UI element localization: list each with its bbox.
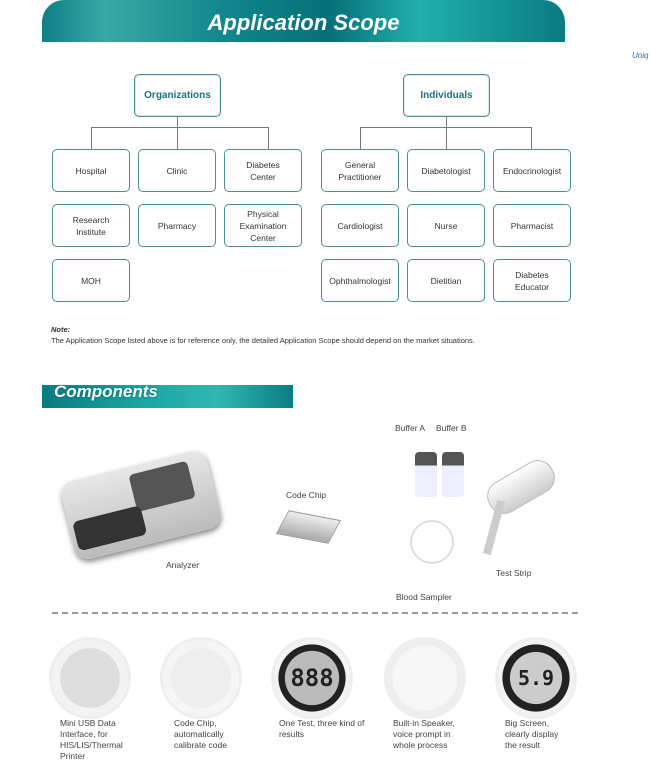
org-item: Hospital: [52, 149, 130, 192]
individual-item: Nurse: [407, 204, 485, 247]
connector: [177, 117, 178, 127]
big-screen-feature-image: 5.9: [498, 640, 574, 716]
connector: [360, 127, 361, 149]
org-item: Pharmacy: [138, 204, 216, 247]
feature-caption: Mini USB Data Interface, for HIS/LIS/The…: [60, 718, 123, 761]
note-text: The Application Scope listed above is fo…: [51, 336, 475, 345]
analyzer-label: Analyzer: [166, 560, 200, 570]
buffer-b-bottle: [442, 452, 464, 497]
note-label: Note:: [51, 325, 71, 334]
blood-sampler-label: Blood Sampler: [396, 592, 452, 602]
feature-caption: One Test, three kind of results: [279, 718, 365, 739]
individuals-header: Individuals: [403, 74, 490, 117]
connector: [91, 127, 92, 149]
section-banner-application-scope: Application Scope: [42, 0, 565, 42]
code-chip-label: Code Chip: [286, 490, 327, 500]
screen-reading: 5.9: [517, 666, 555, 690]
analyzer-image: [58, 448, 224, 562]
feature-caption: Code Chip, automatically calibrate code: [174, 718, 227, 750]
individual-item: Pharmacist: [493, 204, 571, 247]
individual-item: Dietitian: [407, 259, 485, 302]
test-strip-vial: [481, 454, 561, 520]
feature-caption: Built-in Speaker, voice prompt in whole …: [393, 718, 455, 750]
usb-feature-image: [52, 640, 128, 716]
lcd-digits: 888: [290, 664, 334, 692]
individual-item: General Practitioner: [321, 149, 399, 192]
lcd-feature-image: 888: [274, 640, 350, 716]
test-strip-label: Test Strip: [496, 568, 532, 578]
org-item: Clinic: [138, 149, 216, 192]
individual-item: Diabetologist: [407, 149, 485, 192]
org-item: MOH: [52, 259, 130, 302]
blood-sampler-image: [410, 520, 454, 564]
connector: [446, 127, 447, 149]
buffer-b-label: Buffer B: [436, 423, 467, 433]
connector: [446, 117, 447, 127]
code-chip-image: [275, 510, 342, 544]
connector: [531, 127, 532, 149]
org-item: Diabetes Center: [224, 149, 302, 192]
speaker-feature-image: [387, 640, 463, 716]
connector: [177, 127, 178, 149]
feature-caption: Big Screen, clearly display the result: [505, 718, 559, 750]
individual-item: Ophthalmologist: [321, 259, 399, 302]
org-item: Physical Examination Center: [224, 204, 302, 247]
section-banner-components: Components: [42, 382, 293, 408]
test-strip: [483, 499, 505, 556]
individual-item: Cardiologist: [321, 204, 399, 247]
note: Note: The Application Scope listed above…: [51, 325, 475, 345]
individual-item: Endocrinologist: [493, 149, 571, 192]
buffer-a-bottle: [415, 452, 437, 497]
divider: [52, 612, 578, 614]
individual-item: Diabetes Educator: [493, 259, 571, 302]
buffer-a-label: Buffer A: [395, 423, 426, 433]
components-title: Components: [54, 382, 158, 401]
connector: [268, 127, 269, 149]
connector: [91, 127, 269, 128]
org-item: Research Institute: [52, 204, 130, 247]
side-text: Uniq: [632, 51, 649, 60]
organizations-header: Organizations: [134, 74, 221, 117]
code-chip-feature-image: [163, 640, 239, 716]
